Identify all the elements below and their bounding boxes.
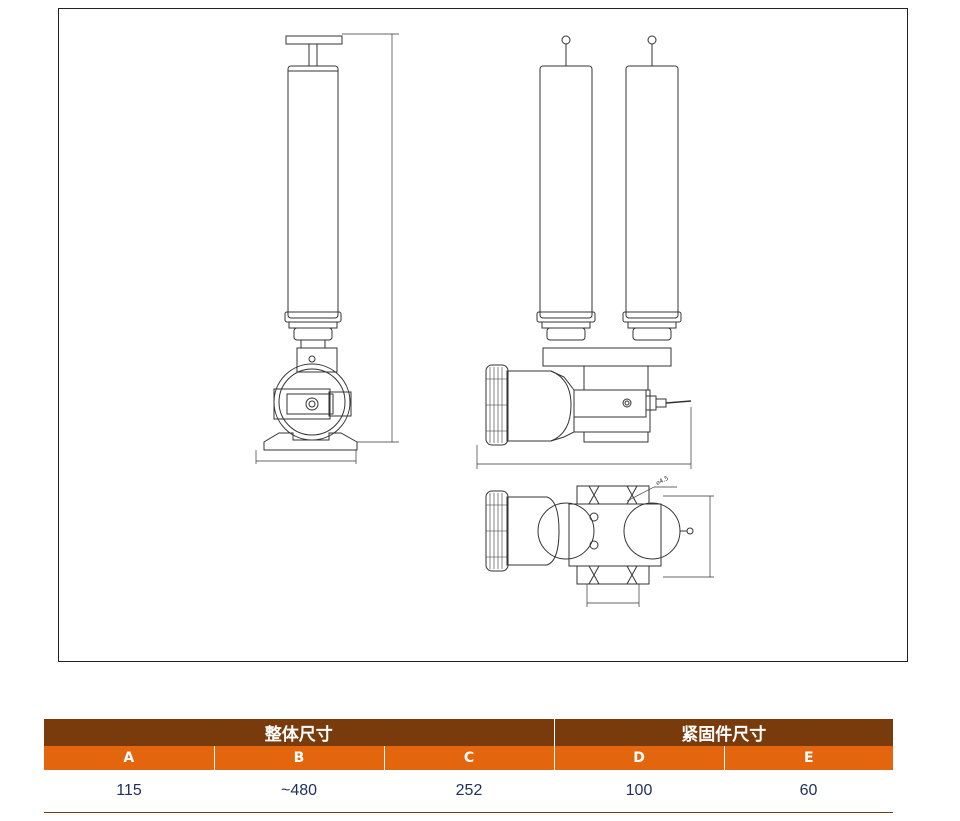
table-row: 115 ~480 252 100 60 [44, 770, 894, 813]
hole-leader-note: ⌀4.5 [655, 475, 670, 487]
value-c: 252 [384, 770, 555, 813]
value-b: ~480 [214, 770, 384, 813]
front-view-drawing [476, 35, 692, 469]
group-header-overall: 整体尺寸 [44, 719, 555, 746]
dimension-spec-table: 整体尺寸 紧固件尺寸 A B C D E 115 ~480 252 100 60 [44, 719, 894, 813]
column-header-e: E [724, 746, 894, 770]
column-header-b: B [214, 746, 385, 770]
group-header-row: 整体尺寸 紧固件尺寸 [44, 719, 894, 746]
top-view-drawing: ⌀4.5 [485, 475, 714, 607]
technical-drawing-frame: ⌀4.5 [58, 8, 908, 662]
group-header-fastener: 紧固件尺寸 [554, 719, 894, 746]
side-view-drawing [255, 33, 399, 464]
column-header-a: A [44, 746, 215, 770]
value-d: 100 [554, 770, 725, 813]
technical-drawing: ⌀4.5 [255, 33, 714, 607]
column-header-d: D [554, 746, 725, 770]
value-e: 60 [724, 770, 894, 813]
value-a: 115 [44, 770, 214, 813]
column-header-c: C [384, 746, 555, 770]
column-header-row: A B C D E [44, 746, 894, 770]
